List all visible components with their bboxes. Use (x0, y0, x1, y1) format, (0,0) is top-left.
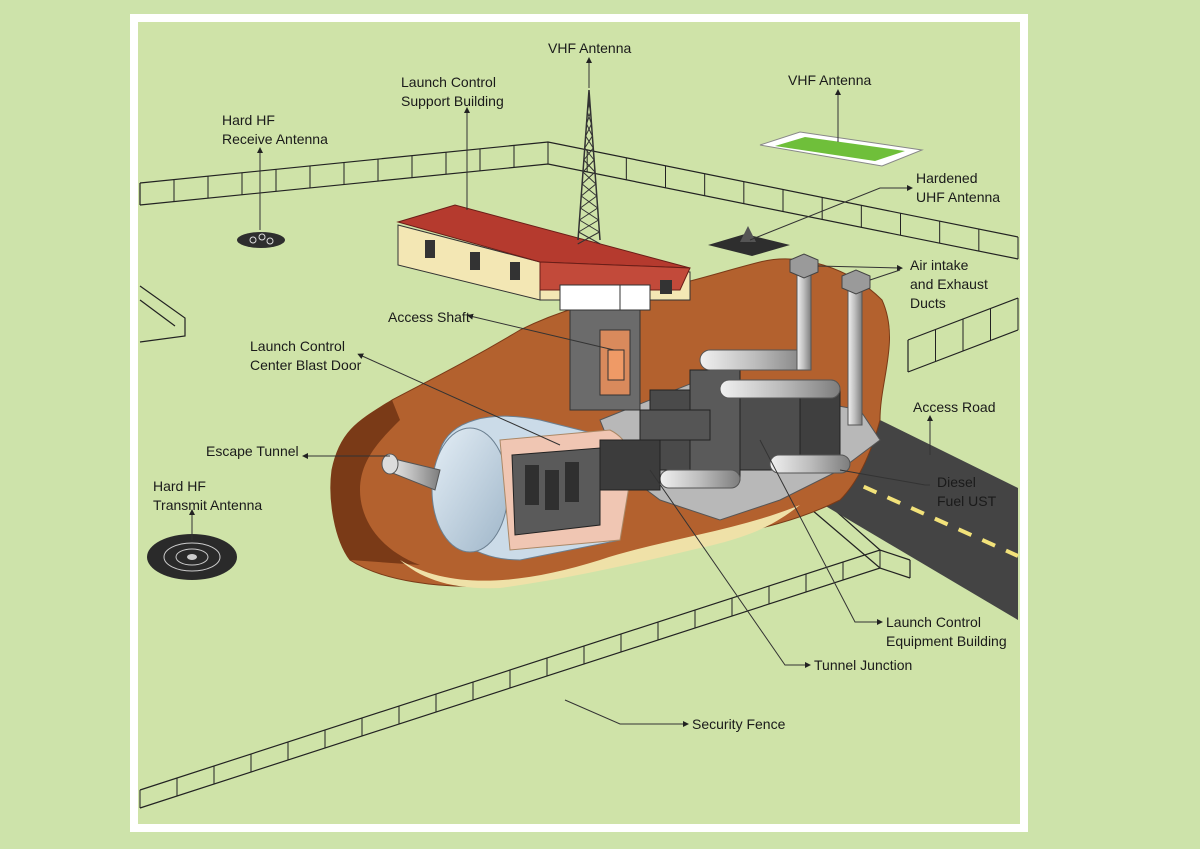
label-air-intake-exhaust: Air intake and Exhaust Ducts (910, 257, 992, 311)
label-launch-control-equipment-building: Launch Control Equipment Building (886, 614, 1007, 649)
label-hf-transmit-line-2: Transmit Antenna (153, 497, 262, 513)
label-hf-receive-line-2: Receive Antenna (222, 131, 328, 147)
label-equipment-line-2: Equipment Building (886, 633, 1007, 649)
leader-diesel (839, 469, 930, 486)
security-fence-left (139, 285, 186, 343)
label-hard-hf-transmit-antenna: Hard HF Transmit Antenna (153, 478, 262, 513)
label-access-shaft: Access Shaft (388, 309, 470, 325)
leader-uhf (749, 185, 913, 241)
hard-hf-receive-antenna (237, 232, 285, 248)
security-fence-right (907, 297, 1019, 373)
hard-hf-transmit-antenna (147, 534, 237, 580)
label-hf-receive-line-1: Hard HF (222, 112, 275, 128)
leader-blast-door (357, 353, 561, 446)
leader-security-fence (564, 699, 689, 727)
support-building (396, 204, 691, 311)
launch-control-capsule (431, 415, 633, 561)
sand-base (400, 505, 800, 589)
label-hf-transmit-line-1: Hard HF (153, 478, 206, 494)
label-security-fence: Security Fence (692, 716, 786, 732)
label-diesel-line-1: Diesel (937, 474, 976, 490)
leader-lines (189, 57, 933, 727)
vhf-antenna-tower (577, 89, 601, 245)
access-shaft (569, 299, 641, 411)
security-fence-front (139, 489, 911, 809)
label-tunnel-junction: Tunnel Junction (814, 657, 912, 673)
leader-tunnel-junction (649, 469, 811, 668)
label-air-line-1: Air intake (910, 257, 969, 273)
label-diesel-fuel-ust: Diesel Fuel UST (937, 474, 997, 509)
label-equipment-line-1: Launch Control (886, 614, 981, 630)
label-access-road: Access Road (913, 399, 995, 415)
label-diesel-line-2: Fuel UST (937, 493, 997, 509)
label-hardened-uhf-antenna: Hardened UHF Antenna (916, 170, 1000, 205)
hardened-uhf-antenna (708, 226, 790, 256)
label-uhf-line-1: Hardened (916, 170, 978, 186)
tunnel-junction (599, 409, 711, 491)
label-lcc-blast-door: Launch Control Center Blast Door (250, 338, 362, 373)
security-fence-back (139, 141, 1019, 260)
escape-tunnel (381, 453, 441, 491)
label-vhf-antenna-pad: VHF Antenna (788, 72, 871, 88)
label-blast-door-line-1: Launch Control (250, 338, 345, 354)
label-support-line-2: Support Building (401, 93, 504, 109)
air-intake-exhaust-ducts (789, 253, 871, 426)
leader-duct-1 (817, 264, 903, 271)
road-centerline (839, 474, 1019, 558)
leader-equipment-building (759, 439, 883, 625)
access-road (812, 420, 1018, 620)
leader-access-shaft (467, 313, 615, 351)
vhf-antenna-pad (759, 131, 924, 167)
label-air-line-3: Ducts (910, 295, 946, 311)
label-blast-door-line-2: Center Blast Door (250, 357, 362, 373)
label-escape-tunnel: Escape Tunnel (206, 443, 299, 459)
equipment-building (649, 349, 851, 489)
label-uhf-line-2: UHF Antenna (916, 189, 1000, 205)
label-hard-hf-receive-antenna: Hard HF Receive Antenna (222, 112, 328, 147)
label-launch-control-support-building: Launch Control Support Building (401, 74, 504, 109)
label-vhf-antenna-tower: VHF Antenna (548, 40, 631, 56)
label-support-line-1: Launch Control (401, 74, 496, 90)
label-air-line-2: and Exhaust (910, 276, 988, 292)
leader-duct-2 (869, 269, 901, 281)
excavation-shadow (330, 400, 420, 565)
